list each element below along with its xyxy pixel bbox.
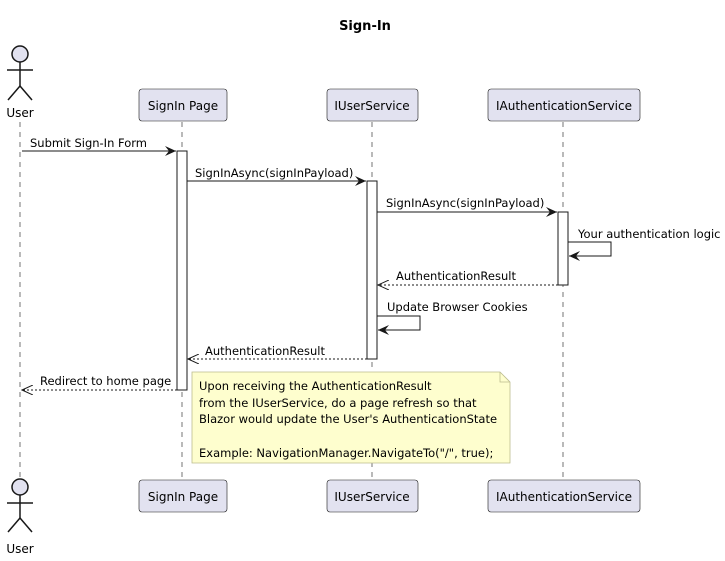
diagram-title: Sign-In [339,19,391,34]
message-auth-result-1: AuthenticationResult [378,269,558,285]
participant-signin-page-label: SignIn Page [148,99,218,113]
message-label: SignInAsync(signInPayload) [386,196,544,210]
message-label: AuthenticationResult [205,344,325,358]
note-line-4: Example: NavigationManager.NavigateTo("/… [199,446,493,460]
note-line-2: from the IUserService, do a page refresh… [199,396,477,410]
message-signin-async-2: SignInAsync(signInPayload) [377,196,557,217]
message-label: Submit Sign-In Form [30,136,147,150]
message-label: AuthenticationResult [396,269,516,283]
actor-head-icon [11,45,29,63]
participant-auth-service-label: IAuthenticationService [496,490,632,504]
activation-bars [176,150,569,391]
participant-auth-service-top: IAuthenticationService [487,88,641,122]
message-update-cookies: Update Browser Cookies [377,300,528,335]
note-box: Upon receiving the AuthenticationResult … [191,371,511,464]
message-label: Redirect to home page [40,374,171,388]
participant-signin-page-top: SignIn Page [138,88,228,122]
participant-signin-page-label: SignIn Page [148,490,218,504]
message-auth-result-2: AuthenticationResult [188,344,367,359]
actor-user-top [7,45,33,101]
participant-auth-service-bottom: IAuthenticationService [487,479,641,513]
message-submit-form: Submit Sign-In Form [22,136,176,156]
actor-user-label-bottom: User [6,542,33,556]
message-redirect-home: Redirect to home page [22,374,177,390]
note-line-1: Upon receiving the AuthenticationResult [199,379,432,393]
participant-user-service-label: IUserService [334,490,409,504]
actor-user-label-top: User [6,106,33,120]
participant-auth-service-label: IAuthenticationService [496,99,632,113]
participant-user-service-bottom: IUserService [326,479,419,513]
message-auth-logic: Your authentication logic [568,227,721,261]
participant-user-service-top: IUserService [326,88,419,122]
participant-user-service-label: IUserService [334,99,409,113]
message-label: Your authentication logic [577,227,721,241]
participant-signin-page-bottom: SignIn Page [138,479,228,513]
actor-head-icon [11,478,29,496]
activation-user-service [366,180,378,360]
activation-signin-page [176,150,188,391]
message-label: Update Browser Cookies [387,300,528,314]
note-line-3: Blazor would update the User's Authentic… [199,412,497,426]
actor-user-bottom [7,478,33,533]
message-label: SignInAsync(signInPayload) [195,166,353,180]
message-signin-async-1: SignInAsync(signInPayload) [187,166,366,186]
activation-auth-service [557,211,569,286]
